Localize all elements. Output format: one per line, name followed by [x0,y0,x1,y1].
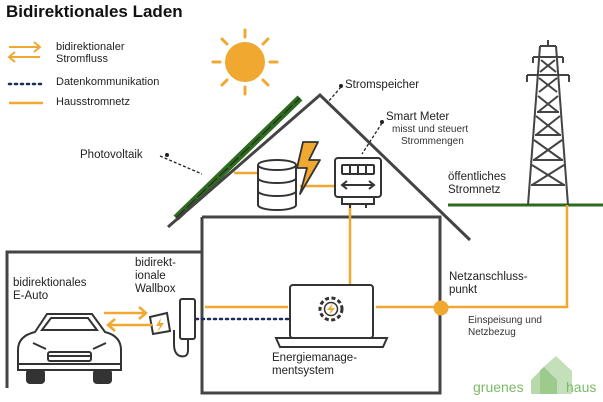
photovoltaic-label: Photovoltaik [80,149,143,161]
house-outline [167,92,472,395]
car-label-2: E-Auto [13,290,49,302]
car-label-1: bidirektionales [13,277,87,289]
connection-point-label-1: Netzanschluss- [449,271,528,283]
wallbox-icon [148,298,196,358]
wallbox-label-1: bidirekt- [135,257,176,269]
logo-house-icon [531,356,572,394]
energy-management-laptop-icon [274,284,389,348]
legend-bidirectional-icon [7,41,42,63]
feed-in-label-2: Netzbezug [468,327,516,338]
ems-label-2: mentsystem [272,365,334,377]
transmission-tower-icon [526,40,570,206]
connection-point-label-2: punkt [449,284,478,296]
smart-meter-sub-label-1: misst und steuert [392,124,469,135]
legend-data-label: Datenkommunikation [56,76,160,88]
feed-in-label-1: Einspeisung und [468,315,542,326]
smart-meter-icon [334,157,382,208]
electric-car-icon [17,313,122,384]
public-grid-label-1: öffentliches [448,171,506,183]
wallbox-label-2: ionale [135,270,166,282]
sun-icon [211,28,279,96]
legend-bidirectional-label-1: bidirektionaler [56,41,125,53]
grid-connection-point [433,300,449,316]
smart-meter-sub-label-2: Strommengen [401,136,464,147]
legend-bidirectional-label-2: Stromfluss [56,53,108,65]
ems-label-1: Energiemanage- [272,352,358,364]
public-grid-label-2: Stromnetz [448,184,501,196]
battery-storage-icon [257,141,321,211]
wallbox-label-3: Wallbox [135,283,176,295]
page-title: Bidirektionales Laden [6,2,183,21]
smart-meter-label: Smart Meter [386,111,450,123]
logo-text-haus: haus [566,379,597,395]
house-grid-wires [205,171,569,309]
storage-label: Stromspeicher [345,79,420,91]
legend-grid-label: Hausstromnetz [56,96,130,108]
garage-outline [5,250,202,388]
bidirectional-flow-arrows [104,306,152,332]
label-pointers [159,84,384,175]
photovoltaic-panel [173,95,303,221]
logo-text-gruenes: gruenes [473,379,524,395]
